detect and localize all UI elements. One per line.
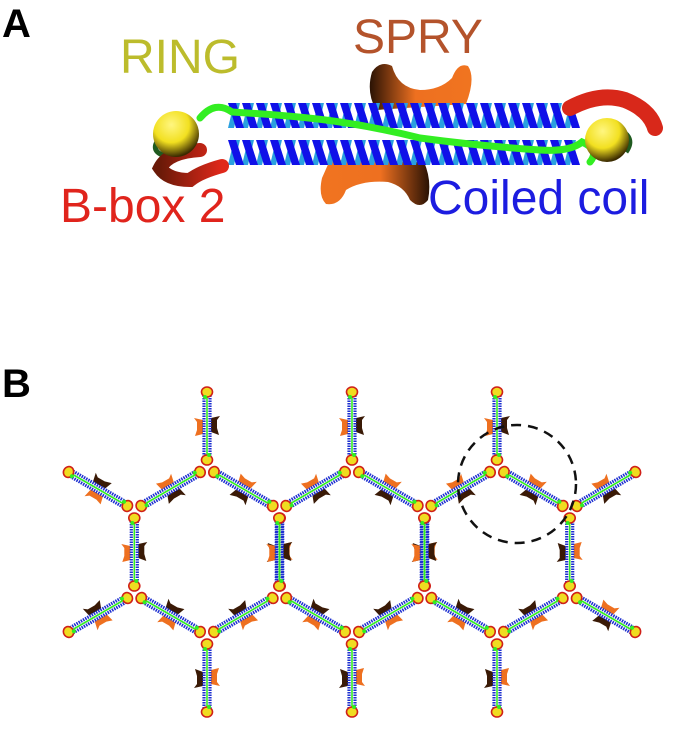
helix-front-turn: [312, 140, 328, 165]
spry-domain-bottom: [320, 160, 430, 205]
trim5-dimer-rod: [62, 591, 134, 639]
helix-front-turn: [368, 103, 384, 128]
trim5-dimer-rod: [339, 386, 365, 466]
green-linker: [196, 103, 598, 166]
panel-b-letter: B: [2, 362, 31, 406]
ring-domain-right: [585, 118, 629, 162]
helix-front-turn: [536, 103, 552, 128]
trim5-dimer-rod: [497, 591, 569, 639]
trim5-dimer-rod: [570, 591, 642, 639]
trim5-dimer-rod: [411, 512, 438, 592]
helix-front-turn: [522, 103, 538, 128]
helix-front-turn: [480, 103, 496, 128]
trim5-dimer-rod: [121, 512, 148, 592]
trim5-dimer-rod: [280, 465, 352, 513]
trim5-dimer-rod: [194, 386, 220, 466]
helix-front-turn: [284, 140, 300, 165]
trim5-dimer-rod: [425, 465, 497, 513]
helix-front-turn: [242, 140, 258, 165]
helix-front-turn: [424, 103, 440, 128]
helix-front-turn: [382, 103, 398, 128]
label-coiled-coil: Coiled coil: [428, 172, 650, 225]
b-box2-right: [562, 89, 663, 136]
spry-domain-top: [369, 64, 472, 110]
helix-front-turn: [354, 140, 370, 165]
trim5-dimer-rod: [207, 591, 279, 639]
trim5-dimer-rod: [352, 465, 424, 513]
helix-front-turn: [340, 140, 356, 165]
helix-front-turn: [410, 140, 426, 165]
trim5-dimer-rod: [135, 465, 207, 513]
trim5-dimer-rod: [556, 512, 583, 592]
trim5-dimer-rod: [425, 591, 497, 639]
label-ring: RING: [120, 31, 240, 84]
trim5-dimer-rod: [62, 465, 134, 513]
trim5-dimer-rod: [497, 465, 569, 513]
helix-front-turn: [410, 103, 426, 128]
helix-front-turn: [494, 103, 510, 128]
trim5-dimer-rod: [484, 638, 510, 718]
helix-front-turn: [396, 103, 412, 128]
trim5-dimer-rod: [352, 591, 424, 639]
helix-front-turn: [298, 140, 314, 165]
ring-domain-left: [153, 111, 199, 157]
helix-front-turn: [270, 140, 286, 165]
trim5-dimer-rod: [266, 512, 293, 592]
trim5-dimer-rod: [207, 465, 279, 513]
trim5-dimer-rod: [194, 638, 220, 718]
trim5-dimer-rod: [570, 465, 642, 513]
helix-front-turn: [326, 140, 342, 165]
trim5-dimer-rod: [135, 591, 207, 639]
helix-front-turn: [228, 140, 244, 165]
panel-b-hexagonal-lattice: [62, 386, 642, 718]
helix-front-turn: [508, 103, 524, 128]
panel-a-letter: A: [2, 2, 31, 46]
helix-front-turn: [368, 140, 384, 165]
highlight-dashed-circle: [456, 423, 578, 545]
label-b-box-2: B-box 2: [60, 180, 226, 233]
helix-front-turn: [256, 140, 272, 165]
helix-front-turn: [466, 103, 482, 128]
helix-front-turn: [452, 103, 468, 128]
helix-front-turn: [382, 140, 398, 165]
label-spry: SPRY: [353, 11, 483, 64]
trim5-dimer-rod: [339, 638, 365, 718]
helix-front-turn: [396, 140, 412, 165]
trim5-dimer-rod: [484, 386, 510, 466]
panel-a-dimer-model: [151, 64, 663, 205]
helix-front-turn: [424, 140, 440, 165]
trim5-dimer-rod: [280, 591, 352, 639]
helix-front-turn: [452, 140, 468, 165]
helix-front-turn: [438, 140, 454, 165]
helix-front-turn: [354, 103, 370, 128]
helix-front-turn: [550, 103, 566, 128]
helix-front-turn: [438, 103, 454, 128]
